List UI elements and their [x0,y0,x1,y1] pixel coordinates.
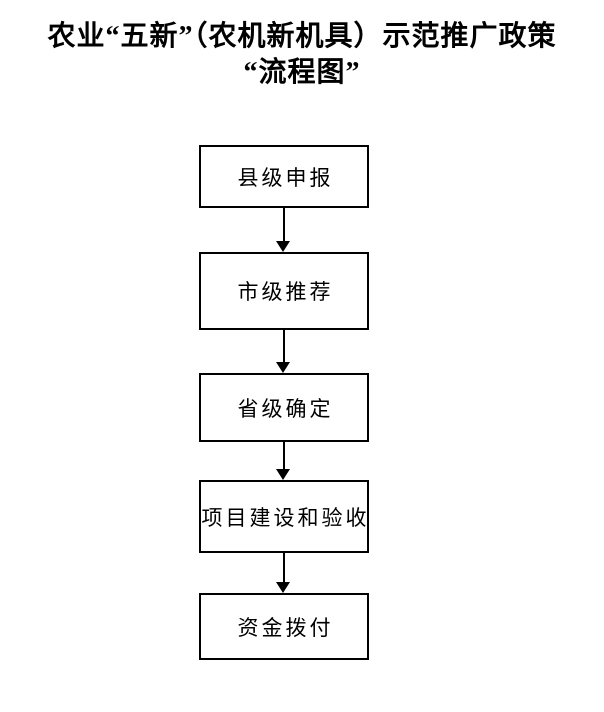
arrow-stem [282,208,285,244]
page-title-line2: “流程图” [243,57,361,88]
arrow-stem [282,553,285,585]
arrow-down-icon [276,469,290,480]
page-title-line1: 农业“五新”（农机新机具）示范推广政策 [47,21,557,52]
flow-node-county-declaration: 县级申报 [199,145,369,208]
arrow-stem [282,330,285,365]
flow-node-label: 资金拨付 [237,615,334,640]
flow-node-label: 项目建设和验收 [201,505,370,530]
arrow-down-icon [276,582,290,593]
flow-node-label: 省级确定 [237,396,334,421]
flow-node-fund-allocation: 资金拨付 [199,593,369,660]
page-title: 农业“五新”（农机新机具）示范推广政策 “流程图” [0,19,604,91]
flow-node-province-confirmation: 省级确定 [199,373,369,442]
arrow-stem [282,442,285,472]
flow-node-label: 市级推荐 [237,280,334,304]
flow-arrow-4 [276,553,291,593]
flow-node-city-recommendation: 市级推荐 [199,252,369,330]
arrow-down-icon [276,362,290,373]
flow-node-project-construction-acceptance: 项目建设和验收 [199,480,369,553]
flow-arrow-2 [276,330,291,373]
arrow-down-icon [276,241,290,252]
flow-arrow-1 [276,208,291,252]
flow-node-label: 县级申报 [237,165,334,190]
flow-arrow-3 [276,442,291,480]
